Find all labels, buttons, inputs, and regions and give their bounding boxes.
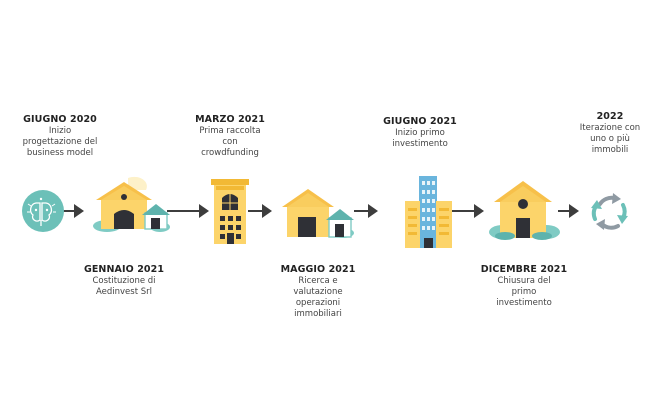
milestone-description: Prima raccolta con crowdfunding [170, 126, 290, 159]
desc-line: valutazione [293, 287, 343, 297]
milestone-dicembre-2021: DICEMBRE 2021 Chiusura del primo investi… [464, 264, 584, 309]
milestone-date: MARZO 2021 [195, 114, 265, 125]
milestone-date: MAGGIO 2021 [280, 264, 356, 275]
desc-line: Inizio [48, 126, 72, 136]
arrow-icon [74, 204, 84, 218]
milestone-description: Iterazione con uno o più immobili [550, 123, 650, 156]
house-icon [282, 189, 354, 238]
desc-line: Ricerca e [298, 276, 338, 286]
houses-icon [93, 176, 170, 232]
arrow-icon [199, 204, 209, 218]
arrow-icon [474, 204, 484, 218]
milestone-description: Chiusura del primo investimento [464, 276, 584, 309]
milestone-date: GIUGNO 2020 [23, 114, 97, 125]
milestone-date: 2022 [596, 111, 624, 122]
cycle-icon [591, 193, 628, 230]
desc-line: investimento [496, 298, 552, 308]
milestone-date: GENNAIO 2021 [83, 264, 165, 275]
home-icon [489, 181, 560, 240]
desc-line: primo [511, 287, 537, 297]
milestone-maggio-2021: MAGGIO 2021 Ricerca e valutazione operaz… [258, 264, 378, 320]
desc-line: crowdfunding [201, 148, 259, 158]
timeline-arrows [74, 204, 579, 218]
milestone-date: GIUGNO 2021 [383, 116, 457, 127]
desc-line: business model [26, 148, 94, 158]
desc-line: investimento [392, 139, 448, 149]
milestone-gennaio-2021: GENNAIO 2021 Costituzione di Aedinvest S… [64, 264, 184, 298]
desc-line: Iterazione con [579, 123, 641, 133]
brain-icon [22, 190, 64, 232]
skyscraper-icon [405, 176, 452, 248]
desc-line: Prima raccolta [199, 126, 261, 136]
desc-line: Costituzione di [92, 276, 156, 286]
desc-line: immobiliari [294, 309, 342, 319]
desc-line: Aedinvest Srl [95, 287, 152, 297]
milestone-giugno-2021: GIUGNO 2021 Inizio primo investimento [360, 116, 480, 150]
desc-line: con [222, 137, 238, 147]
arrow-icon [262, 204, 272, 218]
milestone-description: Costituzione di Aedinvest Srl [64, 276, 184, 298]
milestone-description: Inizio primo investimento [360, 128, 480, 150]
milestone-2022: 2022 Iterazione con uno o più immobili [550, 111, 650, 156]
tower-icon [211, 179, 249, 244]
desc-line: Chiusura del [497, 276, 551, 286]
desc-line: progettazione del [22, 137, 98, 147]
arrow-icon [569, 204, 579, 218]
desc-line: immobili [591, 145, 629, 155]
milestone-giugno-2020: GIUGNO 2020 Inizio progettazione del bus… [0, 114, 120, 159]
milestone-marzo-2021: MARZO 2021 Prima raccolta con crowdfundi… [170, 114, 290, 159]
arrow-icon [368, 204, 378, 218]
milestone-description: Ricerca e valutazione operazioni immobil… [258, 276, 378, 320]
desc-line: operazioni [295, 298, 341, 308]
desc-line: Inizio primo [395, 128, 445, 138]
milestone-date: DICEMBRE 2021 [480, 264, 568, 275]
milestone-description: Inizio progettazione del business model [0, 126, 120, 159]
desc-line: uno o più [590, 134, 630, 144]
